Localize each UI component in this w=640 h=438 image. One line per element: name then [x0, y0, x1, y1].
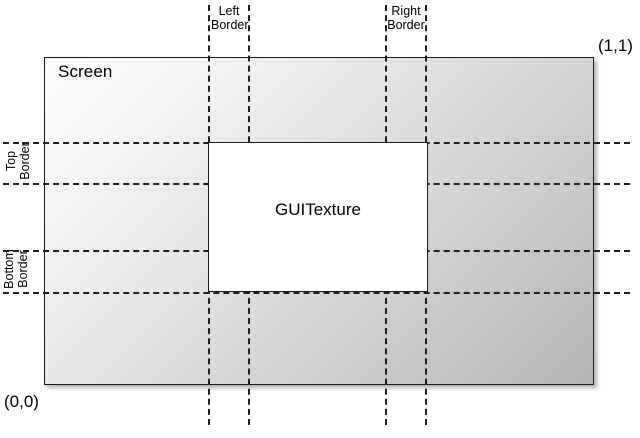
top-border-label: Top Border [4, 141, 32, 181]
right-border-label-line2: Border [387, 18, 425, 32]
top-border-label-line2: Border [18, 142, 32, 180]
bottom-border-label-line2: Border [16, 250, 30, 288]
guide-line-horizontal-texture-bottom [3, 292, 630, 294]
right-border-label-line1: Right [391, 4, 421, 18]
left-border-label-line2: Border [211, 18, 249, 32]
bottom-border-label: Bottom Border [2, 247, 30, 291]
coordinate-label-max: (1,1) [598, 36, 633, 55]
guitexture-rectangle [208, 142, 428, 292]
right-border-label: Right Border [387, 4, 425, 32]
top-border-label-line1: Top [4, 150, 18, 172]
bottom-border-label-line1: Bottom [2, 249, 16, 289]
left-border-label-line1: Left [218, 4, 240, 18]
coordinate-label-origin: (0,0) [4, 392, 39, 411]
guitexture-label: GUITexture [275, 200, 361, 219]
left-border-label: Left Border [211, 4, 249, 32]
screen-label: Screen [58, 62, 113, 81]
